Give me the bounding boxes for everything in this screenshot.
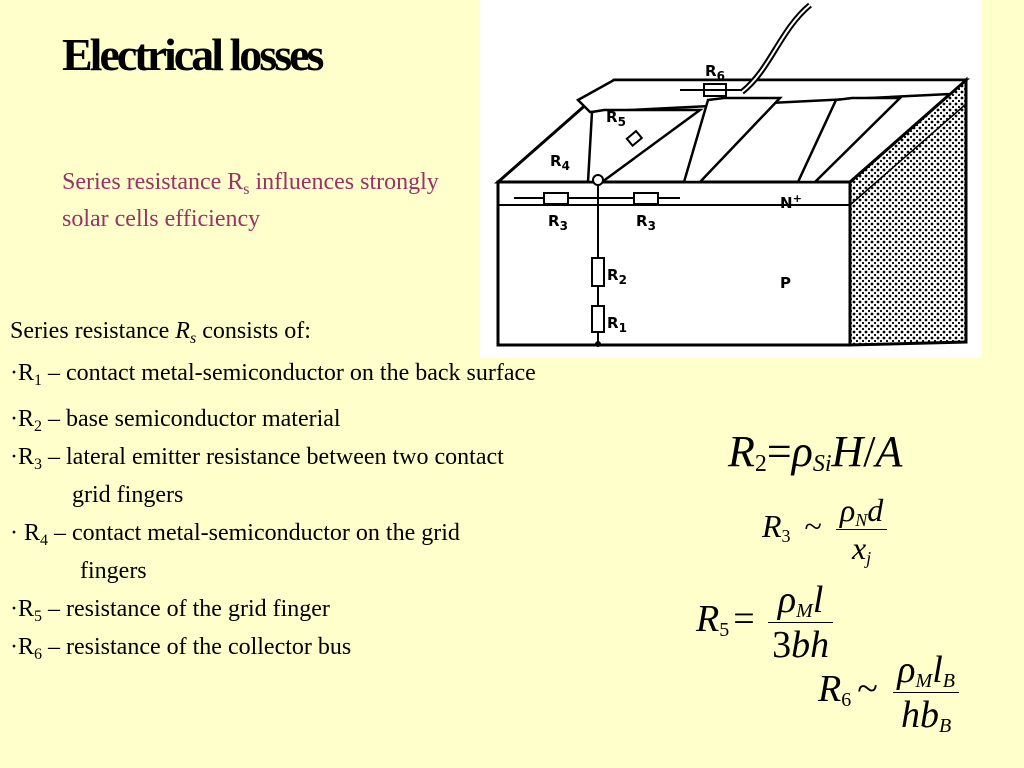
label-r3-right: R3 (636, 212, 656, 233)
label-r5: R5 (606, 108, 626, 129)
collector-bus (575, 78, 970, 114)
resistor-r3-right (633, 192, 659, 205)
grid-finger-1 (586, 108, 704, 184)
list-intro: Series resistance Rs consists of: (10, 312, 654, 350)
label-r2: R2 (607, 266, 627, 287)
intro-var: R (175, 318, 190, 344)
list-item-r5: ·R5 – resistance of the grid finger (10, 596, 330, 625)
intro-sub: s (189, 330, 197, 347)
label-r6: R6 (705, 62, 725, 83)
label-r1: R1 (607, 314, 627, 335)
list-item-r3-cont: grid fingers (72, 482, 184, 508)
subtitle-text-pre: Series resistance R (62, 169, 244, 195)
subtitle-text-post: influences strongly solar cells efficien… (62, 169, 439, 232)
slide-title: Electrical losses (62, 29, 324, 80)
contact-point-r4 (592, 174, 604, 186)
label-r4: R4 (550, 152, 570, 173)
list-item-r3: ·R3 – lateral emitter resistance between… (10, 444, 504, 473)
list-item-r6: ·R6 – resistance of the collector bus (10, 634, 352, 663)
formula-r2: R2=ρSiH/A (728, 427, 903, 477)
solar-cell-svg: R6 R5 R4 R3 R3 R2 R1 N+ P (494, 2, 970, 347)
emitter-boundary-side (849, 103, 967, 206)
resistor-r3-left (543, 192, 569, 205)
resistor-r2 (591, 257, 605, 287)
list-item-r2: ·R2 – base semiconductor material (10, 406, 341, 435)
list-item-r1: ·R1 – contact metal-semiconductor on the… (10, 360, 536, 389)
label-r3-left: R3 (548, 212, 568, 233)
list-item-r4: · R4 – contact metal-semiconductor on th… (10, 520, 460, 549)
resistor-r5 (625, 129, 644, 148)
intro-text-post: consists of: (196, 318, 311, 344)
subtitle-subscript: s (243, 181, 250, 198)
back-contact-point (595, 341, 601, 347)
slide-subtitle: Series resistance Rs influences strongly… (62, 164, 462, 238)
solar-cell-diagram: R6 R5 R4 R3 R3 R2 R1 N+ P (480, 0, 982, 358)
intro-text-pre: Series resistance (10, 318, 176, 344)
label-p: P (780, 274, 791, 292)
label-n-plus: N+ (780, 192, 802, 212)
list-item-r4-cont: fingers (80, 558, 147, 584)
resistor-r1 (591, 305, 605, 333)
grid-finger-3 (796, 96, 904, 184)
resistance-list: Series resistance Rs consists of: ·R1 – … (10, 312, 654, 666)
grid-finger-2 (682, 96, 783, 184)
